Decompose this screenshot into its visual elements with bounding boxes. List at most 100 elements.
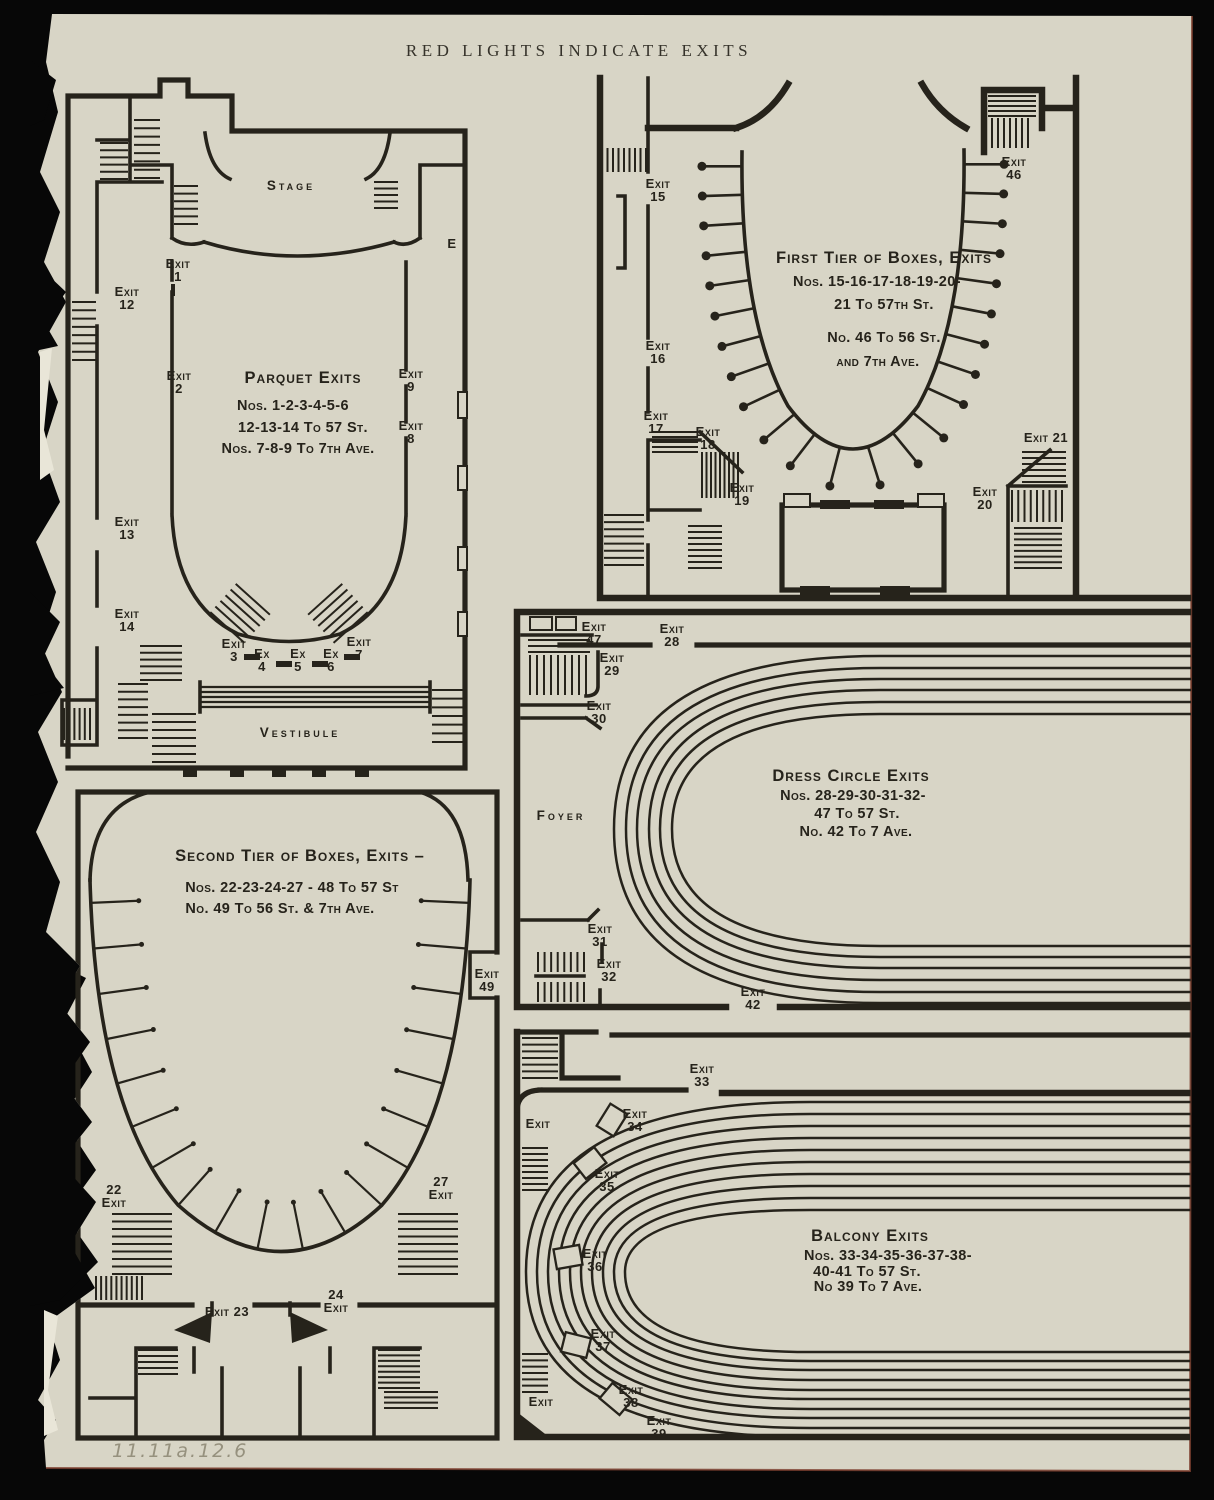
corner-fillet [517,1412,549,1437]
stair-hatch [63,708,91,740]
stair-landing [555,616,577,631]
stair-hatch [432,689,466,743]
stair-hatch [522,1147,548,1191]
door-leaf [457,611,468,637]
vomitory-opening [559,1330,593,1360]
stage-tab [783,493,811,508]
stair-hatch [134,119,160,179]
stair-hatch [601,148,647,172]
balcony-info-line: No 39 To 7 Ave. [814,1279,923,1295]
dress-circle-seating-arcs [612,654,1192,1005]
balcony-top-walls [514,1029,689,1113]
second-tier-info-title: Second Tier of Boxes, Exits – [175,847,425,865]
vestibule-label: Vestibule [260,725,341,740]
stair-hatch [1011,490,1063,522]
door-swing-flags [174,1312,328,1343]
exit-label: Exit 21 [1024,430,1068,445]
stair-hatch [95,1276,143,1300]
stair-hatch [988,95,1036,117]
first-tier-plan: First Tier of Boxes, Exits Nos. 15-16-17… [596,74,1192,602]
first-tier-info-line: and 7th Ave. [836,354,919,370]
balcony-seating-arcs [524,1100,1192,1439]
stair-hatch [118,683,148,739]
stair-hatch [398,1213,458,1275]
dress-circle-info-line: No. 42 To 7 Ave. [800,824,913,840]
parquet-plan: Stage Vestibule Parquet Exits Nos. 1-2-3… [60,77,468,777]
stair-hatch [138,1349,178,1375]
balcony-info-title: Balcony Exits [811,1227,929,1245]
parquet-info-line: Nos. 1-2-3-4-5-6 [237,398,349,414]
second-tier-info-line: Nos. 22-23-24-27 - 48 To 57 St [185,880,399,896]
vomitory-opening [571,1145,609,1181]
exit-label: E [447,236,456,251]
parquet-info-line: Nos. 7-8-9 To 7th Ave. [221,441,374,457]
dress-circle-info-line: Nos. 28-29-30-31-32- [780,788,926,804]
box-divider-ticks [697,159,1009,491]
stair-hatch [378,1349,420,1389]
stair-hatch [152,713,196,763]
first-tier-info-line: Nos. 15-16-17-18-19-20- [793,274,961,290]
first-tier-info-line: No. 46 To 56 St. [827,330,941,346]
second-tier-info-line: No. 49 To 56 St. & 7th Ave. [185,901,374,917]
stage-label: Stage [267,178,315,193]
door-swing-stems [210,1301,292,1317]
parquet-outer-walls [65,77,468,771]
stair-hatch [374,181,398,209]
exit-label: Exit 23 [205,1304,249,1319]
stair-hatch [100,142,128,180]
stair-hatch [701,452,739,498]
vomitory-opening [595,1102,629,1138]
door-leaf [457,546,468,571]
stair-landing [529,616,553,631]
stair-hatch [528,639,590,653]
stair-hatch [72,301,96,361]
box-tier-curve [740,148,966,451]
stair-hatch [537,952,585,972]
vomitory-opening [597,1381,635,1417]
parquet-info-line: 12-13-14 To 57 St. [238,420,368,436]
stair-hatch [522,1353,548,1393]
stair-hatch [1022,451,1066,483]
exit-label: Exit [526,1116,551,1131]
stair-hatch [307,583,369,644]
first-tier-info-title: First Tier of Boxes, Exits [776,249,992,267]
exit-label: Exit [529,1394,554,1409]
stair-hatch [529,655,587,695]
foyer-label: Foyer [537,808,586,823]
dress-circle-info-title: Dress Circle Exits [772,767,929,785]
first-tier-outer-walls [596,74,1192,602]
stair-hatch [991,118,1029,148]
balcony-plan: Balcony Exits Nos. 33-34-35-36-37-38- 40… [513,1028,1192,1441]
handwritten-catalog-note: 11.11a.12.6 [112,1440,248,1462]
door-leaf [457,465,468,491]
second-tier-inner-walls [88,789,499,1440]
stair-hatch [209,583,271,644]
